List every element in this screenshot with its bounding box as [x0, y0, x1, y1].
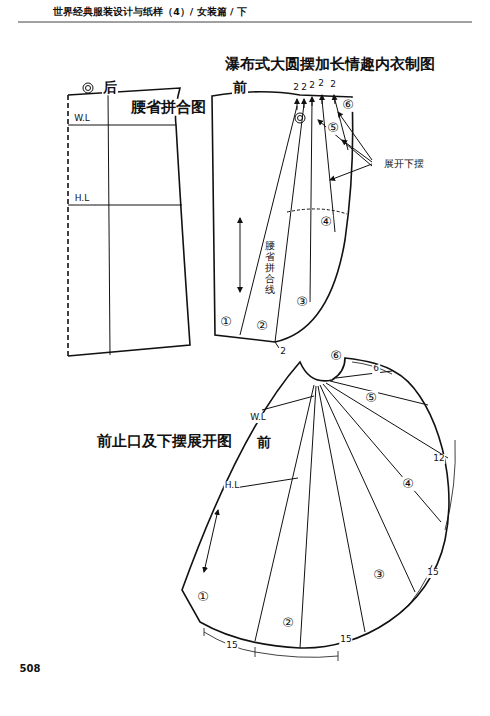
dimension: 12 [432, 454, 445, 464]
title: 瀑布式大圆摆加长情趣内衣制图 [224, 56, 436, 73]
seam-label: 腰省拼合线 [265, 240, 275, 295]
callout-number: ④ [401, 477, 415, 491]
callout-number: ② [281, 616, 295, 630]
callout-number: ③ [372, 568, 386, 582]
line-name: W.L [73, 114, 91, 124]
dimension: 15 [426, 568, 439, 578]
line-name: W.L [249, 413, 267, 423]
dimension: 15 [225, 641, 238, 651]
piece-name: 后 [102, 80, 118, 95]
callout-number: ③ [295, 295, 309, 309]
callout-number: ⑤ [326, 121, 340, 135]
callout-number: ⑥ [341, 98, 355, 112]
dimension: 6 [372, 364, 380, 374]
line-name: H.L [224, 481, 240, 491]
callout-number: ② [255, 319, 269, 333]
callout-number: ① [196, 590, 210, 604]
dimension: 2 [317, 79, 325, 89]
piece-name: 前 [232, 80, 248, 95]
running-header: 世界经典服装设计与纸样（4）/ 女装篇 / 下 [52, 7, 247, 17]
dimension: 15 [339, 635, 352, 645]
dimension: 2 [329, 80, 337, 90]
dimension: 2 [279, 347, 287, 357]
subtitle: 腰省拼合图 [130, 99, 207, 116]
dimension: 2 [300, 83, 308, 93]
subtitle: 前止口及下摆展开图 [96, 433, 233, 450]
page-number: 508 [19, 663, 42, 674]
piece-name: 前 [256, 435, 272, 450]
note: 展开下摆 [383, 158, 425, 169]
line-name: H.L [74, 194, 90, 204]
dimension: 2 [308, 81, 316, 91]
callout-number: ④ [319, 215, 333, 229]
dimension: 2 [292, 83, 300, 93]
callout-number: ⑥ [329, 349, 343, 363]
callout-number: ① [219, 315, 233, 329]
callout-number: ⑤ [364, 391, 378, 405]
